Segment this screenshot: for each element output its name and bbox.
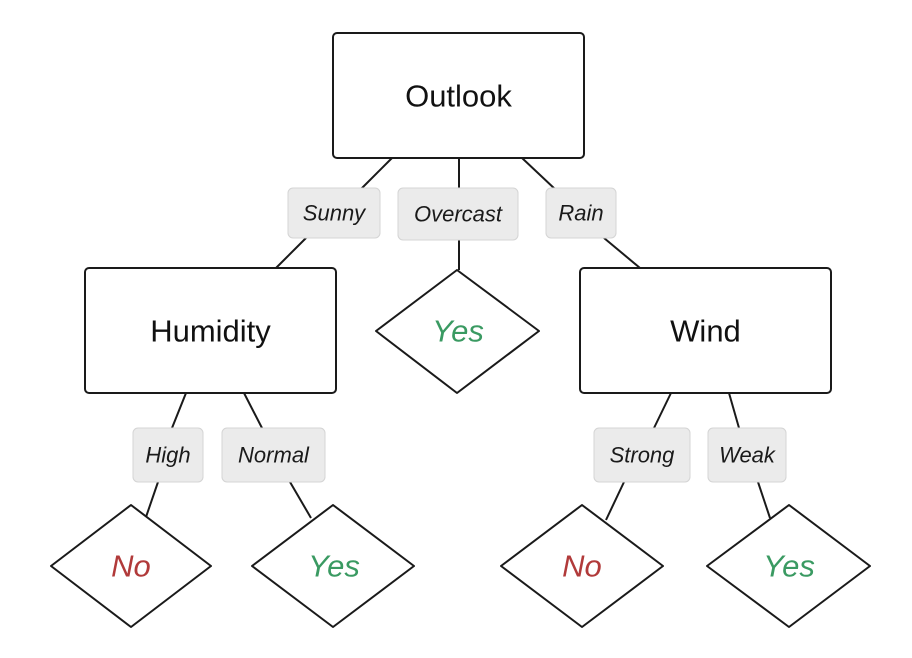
branch-label-rain: Rain bbox=[545, 187, 617, 239]
leaf-overcast-yes: Yes bbox=[375, 269, 540, 394]
edge-wind-weak bbox=[728, 392, 740, 429]
branch-overcast-text: Overcast bbox=[414, 202, 503, 227]
edge-strong-no bbox=[605, 481, 625, 521]
branch-label-weak: Weak bbox=[707, 427, 787, 483]
edge-humidity-normal bbox=[243, 392, 263, 429]
leaf-normal-yes: Yes bbox=[251, 504, 415, 628]
edge-normal-yes bbox=[289, 481, 312, 519]
leaf-weak-yes: Yes bbox=[706, 504, 871, 628]
node-outlook-label: Outlook bbox=[405, 79, 512, 114]
branch-label-normal: Normal bbox=[221, 427, 326, 483]
branch-sunny-text: Sunny bbox=[303, 201, 367, 226]
edge-rain-wind bbox=[603, 237, 641, 269]
leaf-high-no-label: No bbox=[111, 549, 151, 584]
edge-outlook-sunny bbox=[359, 157, 393, 191]
node-humidity-label: Humidity bbox=[150, 314, 271, 349]
decision-node-wind: Wind bbox=[579, 267, 832, 394]
branch-weak-text: Weak bbox=[719, 443, 776, 468]
leaf-strong-no: No bbox=[500, 504, 664, 628]
edge-high-no bbox=[145, 481, 159, 518]
edge-weak-yes bbox=[757, 481, 771, 519]
branch-high-text: High bbox=[145, 443, 190, 468]
edge-wind-strong bbox=[653, 392, 672, 429]
leaf-weak-yes-label: Yes bbox=[763, 549, 815, 584]
branch-label-strong: Strong bbox=[593, 427, 691, 483]
edge-outlook-rain bbox=[521, 157, 557, 191]
leaf-normal-yes-label: Yes bbox=[308, 549, 360, 584]
branch-normal-text: Normal bbox=[238, 443, 310, 468]
decision-node-humidity: Humidity bbox=[84, 267, 337, 394]
branch-strong-text: Strong bbox=[610, 443, 676, 468]
branch-label-high: High bbox=[132, 427, 204, 483]
branch-rain-text: Rain bbox=[558, 201, 603, 226]
leaf-strong-no-label: No bbox=[562, 549, 602, 584]
node-wind-label: Wind bbox=[670, 314, 741, 349]
edge-sunny-humidity bbox=[275, 237, 307, 269]
branch-label-overcast: Overcast bbox=[397, 187, 519, 241]
edges bbox=[145, 157, 771, 521]
decision-node-outlook: Outlook bbox=[332, 32, 585, 159]
edge-humidity-high bbox=[171, 392, 187, 429]
branch-label-sunny: Sunny bbox=[287, 187, 381, 239]
leaf-overcast-yes-label: Yes bbox=[432, 314, 484, 349]
leaf-high-no: No bbox=[50, 504, 212, 628]
